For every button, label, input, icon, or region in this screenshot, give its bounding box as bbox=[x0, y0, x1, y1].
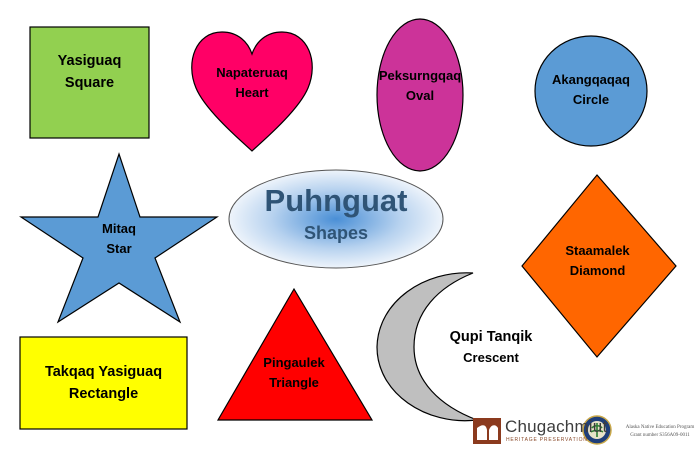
crescent-english-text: Crescent bbox=[463, 350, 519, 366]
title-english-text: Shapes bbox=[303, 223, 369, 244]
triangle-native-text: Pingaulek bbox=[263, 355, 325, 370]
heart-native-text: Napateruaq bbox=[216, 65, 288, 80]
triangle-label: Pingaulek Triangle bbox=[244, 353, 344, 393]
crescent-shape bbox=[376, 272, 478, 422]
rectangle-native-text: Takqaq Yasiguaq bbox=[44, 364, 163, 380]
heart-label: Napateruaq Heart bbox=[195, 63, 309, 103]
diamond-label: Staamalek Diamond bbox=[540, 241, 655, 281]
heart-shape bbox=[191, 31, 313, 152]
square-label: Yasiguaq Square bbox=[30, 50, 149, 95]
diamond-shape bbox=[521, 174, 677, 358]
footer-note-line1: Alaska Native Education Program bbox=[625, 425, 695, 430]
circle-shape bbox=[534, 35, 648, 147]
title-label: Puhnguat Shapes bbox=[229, 182, 443, 246]
triangle-english-text: Triangle bbox=[269, 375, 319, 391]
footer-brand-subtitle: HERITAGE PRESERVATION bbox=[506, 437, 588, 443]
circle-native-text: Akangqaqaq bbox=[551, 72, 630, 87]
diamond-english-text: Diamond bbox=[569, 263, 626, 279]
triangle-shape bbox=[216, 287, 374, 421]
footer-brand-name: Chugachmiut bbox=[505, 417, 608, 436]
star-english-text: Star bbox=[106, 241, 132, 257]
heart-english-text: Heart bbox=[235, 85, 269, 101]
crescent-label: Qupi Tanqik Crescent bbox=[430, 326, 552, 369]
rectangle-label: Takqaq Yasiguaq Rectangle bbox=[20, 361, 187, 406]
oval-label: Peksurngqaq Oval bbox=[377, 66, 463, 106]
square-shape bbox=[29, 26, 150, 139]
rectangle-english-text: Rectangle bbox=[68, 386, 139, 403]
chugachmiut-logo-icon bbox=[473, 418, 501, 444]
star-shape bbox=[19, 152, 219, 324]
oval-english-text: Oval bbox=[405, 88, 435, 104]
diamond-native-text: Staamalek bbox=[565, 243, 630, 258]
square-english-text: Square bbox=[64, 75, 115, 92]
title-oval bbox=[228, 169, 444, 269]
star-native-text: Mitaq bbox=[102, 221, 136, 236]
circle-english-text: Circle bbox=[572, 92, 610, 108]
oval-shape bbox=[376, 18, 464, 172]
star-label: Mitaq Star bbox=[79, 219, 159, 259]
square-native-text: Yasiguaq bbox=[57, 53, 122, 69]
rectangle-shape bbox=[19, 336, 188, 430]
title-native-text: Puhnguat bbox=[264, 183, 408, 218]
circle-label: Akangqaqaq Circle bbox=[535, 70, 647, 110]
oval-native-text: Peksurngqaq bbox=[378, 68, 462, 83]
footer-grant-note: Alaska Native Education Program Grant nu… bbox=[620, 424, 700, 439]
footer-note-line2: Grant number S356A09-0011 bbox=[630, 432, 690, 438]
department-seal-icon bbox=[582, 415, 612, 445]
crescent-native-text: Qupi Tanqik bbox=[449, 329, 533, 345]
